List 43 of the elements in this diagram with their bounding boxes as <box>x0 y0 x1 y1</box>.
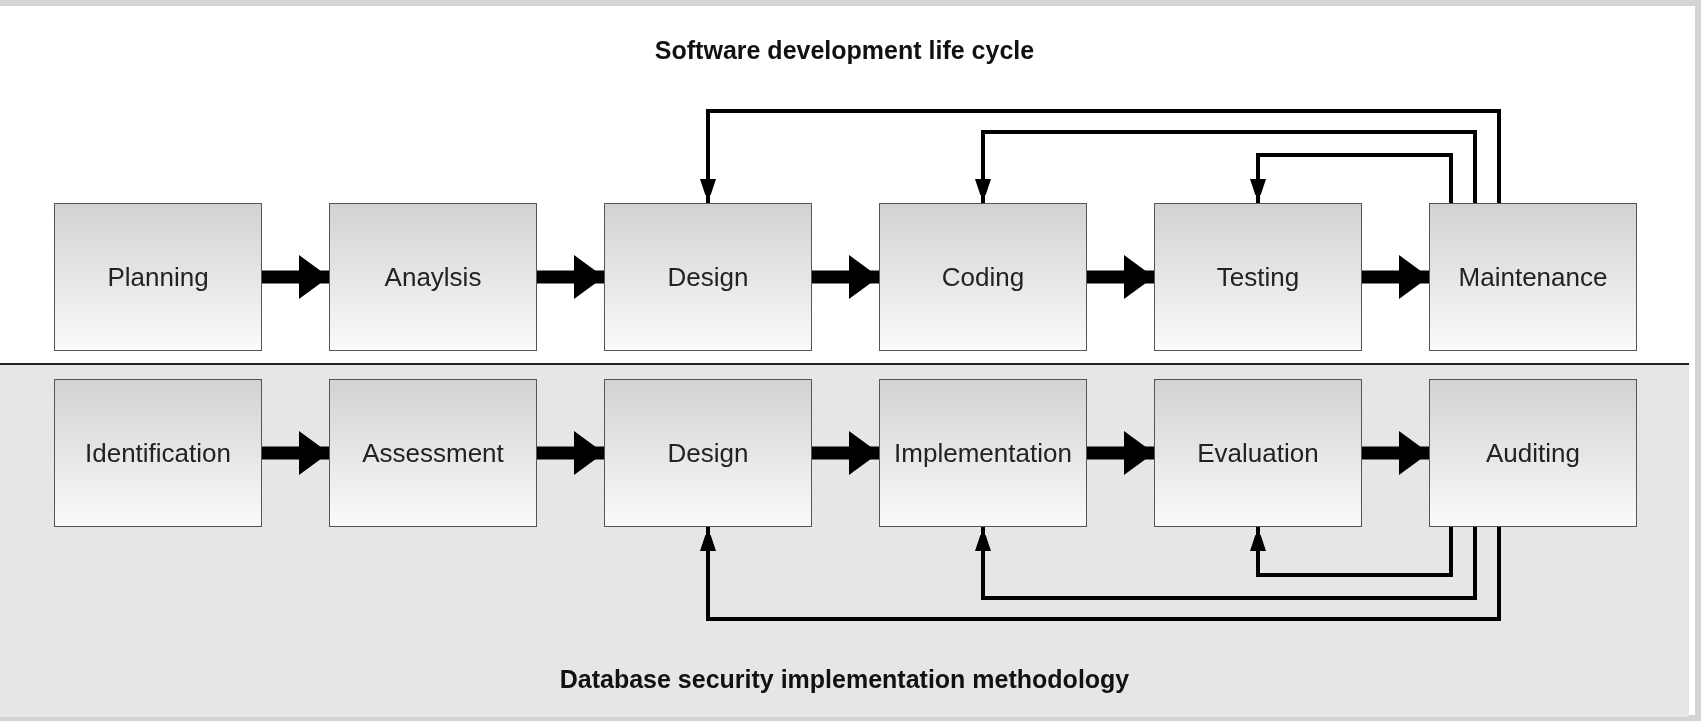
feedback-arrow <box>975 130 1477 203</box>
process-box <box>1429 379 1637 527</box>
step-label: Design <box>667 437 749 469</box>
feedback-arrow <box>1250 527 1453 577</box>
section-band <box>0 363 1689 717</box>
process-box <box>329 379 537 527</box>
feedback-arrow <box>700 109 1501 203</box>
feedback-arrow <box>1250 153 1453 203</box>
block-arrow <box>262 431 329 475</box>
block-arrow <box>537 255 604 299</box>
step-label: Implementation <box>894 437 1072 469</box>
process-box <box>879 379 1087 527</box>
step-label: Testing <box>1216 261 1300 293</box>
block-arrow <box>1362 431 1429 475</box>
process-box <box>329 203 537 351</box>
section-heading: Software development life cycle <box>653 36 1036 65</box>
block-arrow <box>1087 255 1154 299</box>
step-label: Identification <box>85 437 231 469</box>
step-label: Assessment <box>362 437 504 469</box>
step-label: Evaluation <box>1197 437 1319 469</box>
process-box <box>879 203 1087 351</box>
process-box <box>1154 379 1362 527</box>
step-label: Coding <box>941 261 1025 293</box>
step-label: Design <box>667 261 749 293</box>
process-box <box>54 203 262 351</box>
block-arrow <box>537 431 604 475</box>
step-label: Auditing <box>1486 437 1580 469</box>
process-box <box>54 379 262 527</box>
process-box <box>1429 203 1637 351</box>
process-box <box>1154 203 1362 351</box>
step-label: Anaylsis <box>384 261 482 293</box>
feedback-arrow <box>975 527 1477 600</box>
block-arrow <box>812 431 879 475</box>
block-arrow <box>262 255 329 299</box>
block-arrow <box>812 255 879 299</box>
block-arrow <box>1087 431 1154 475</box>
step-label: Maintenance <box>1458 261 1608 293</box>
block-arrow <box>1362 255 1429 299</box>
step-label: Planning <box>107 261 209 293</box>
process-box <box>604 203 812 351</box>
section-heading: Database security implementation methodology <box>558 665 1131 694</box>
process-box <box>604 379 812 527</box>
feedback-arrow <box>700 527 1501 621</box>
